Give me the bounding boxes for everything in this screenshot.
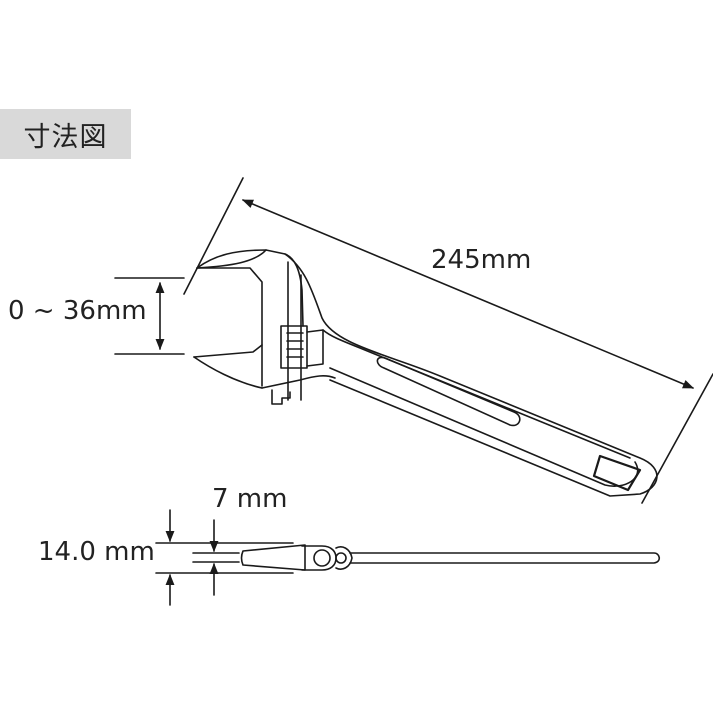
wrench-side-view-icon — [155, 509, 661, 606]
diagram-title-label: 寸法図 — [0, 109, 131, 159]
jaw-thickness-label: 7 mm — [212, 484, 288, 514]
wrench-top-view-icon — [193, 249, 658, 497]
length-dimension-line — [183, 177, 713, 504]
head-thickness-label: 14.0 mm — [38, 537, 155, 567]
diagram-title: 寸法図 — [23, 121, 108, 153]
overall-length-label: 245mm — [431, 245, 532, 275]
jaw-opening-label: 0 ~ 36mm — [8, 296, 147, 326]
jaw-opening-dimension — [114, 277, 185, 355]
